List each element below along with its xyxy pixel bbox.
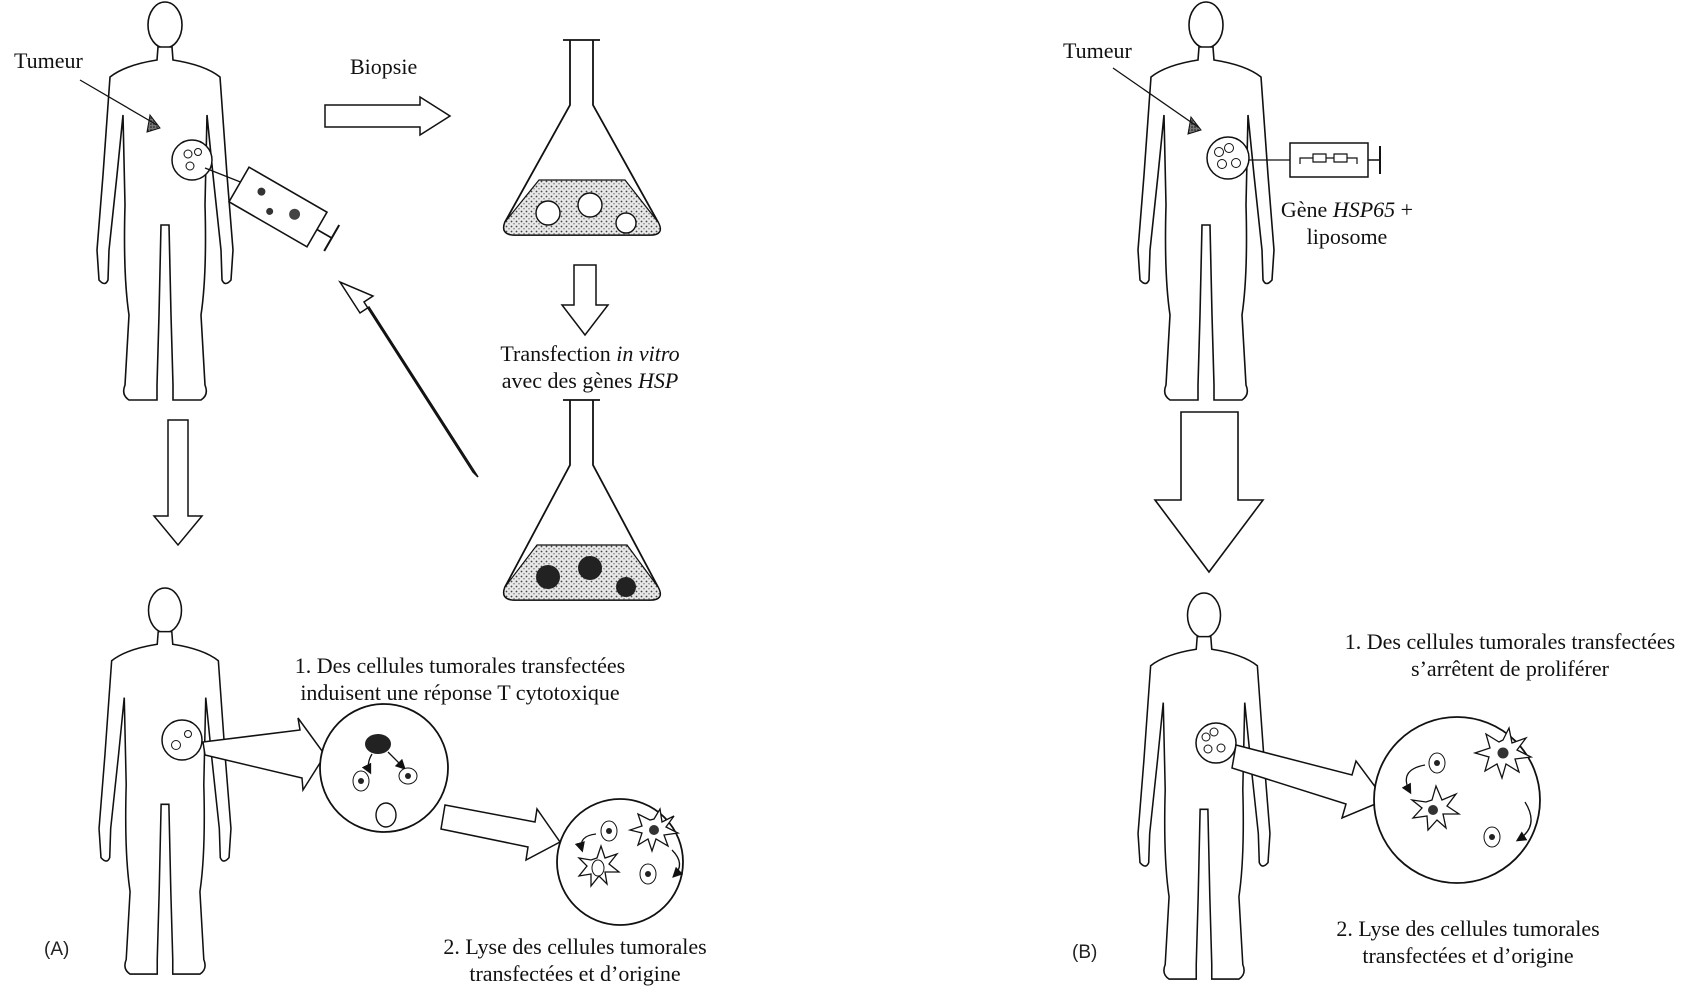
panel-b-tag: (B): [1072, 942, 1097, 964]
treatment-arrow-a: [154, 420, 202, 545]
panel-b-human-top: [1138, 2, 1274, 400]
step1-label-b: 1. Des cellules tumorales transfectées s…: [1325, 628, 1695, 682]
panel-a-human-bottom: [99, 588, 231, 974]
step2-label-b: 2. Lyse des cellules tumorales transfect…: [1308, 915, 1628, 969]
treatment-arrow-b: [1155, 412, 1263, 572]
tumor-label-b: Tumeur: [1063, 37, 1132, 64]
step1-label-a: 1. Des cellules tumorales transfectées i…: [270, 652, 650, 706]
zoom-arrow-a2: [441, 805, 560, 860]
flask-top: [504, 40, 660, 235]
panel-a-human-top: [97, 2, 233, 400]
transfection-label: Transfection in vitro avec des gènes HSP: [470, 340, 710, 394]
transfection-arrow: [562, 265, 608, 335]
tumor-cells-circle-a: [172, 140, 212, 180]
gene-construct-icon: [1290, 143, 1380, 177]
biopsy-label: Biopsie: [350, 53, 417, 80]
syringe-icon: [229, 167, 342, 255]
tumor-label-a: Tumeur: [14, 47, 83, 74]
tumor-cells-circle-a2: [162, 720, 202, 760]
lysis-circle-a: [557, 799, 683, 925]
flask-bottom: [504, 400, 660, 600]
return-arrow: [340, 282, 478, 477]
biopsy-arrow: [325, 97, 450, 135]
lysis-circle-b: [1374, 717, 1540, 883]
panel-a-tag: (A): [44, 939, 69, 961]
panel-b-human-bottom: [1138, 593, 1270, 979]
gene-label: Gène HSP65 + liposome: [1262, 196, 1432, 250]
t-response-circle: [320, 704, 448, 832]
step2-label-a: 2. Lyse des cellules tumorales transfect…: [415, 933, 735, 987]
